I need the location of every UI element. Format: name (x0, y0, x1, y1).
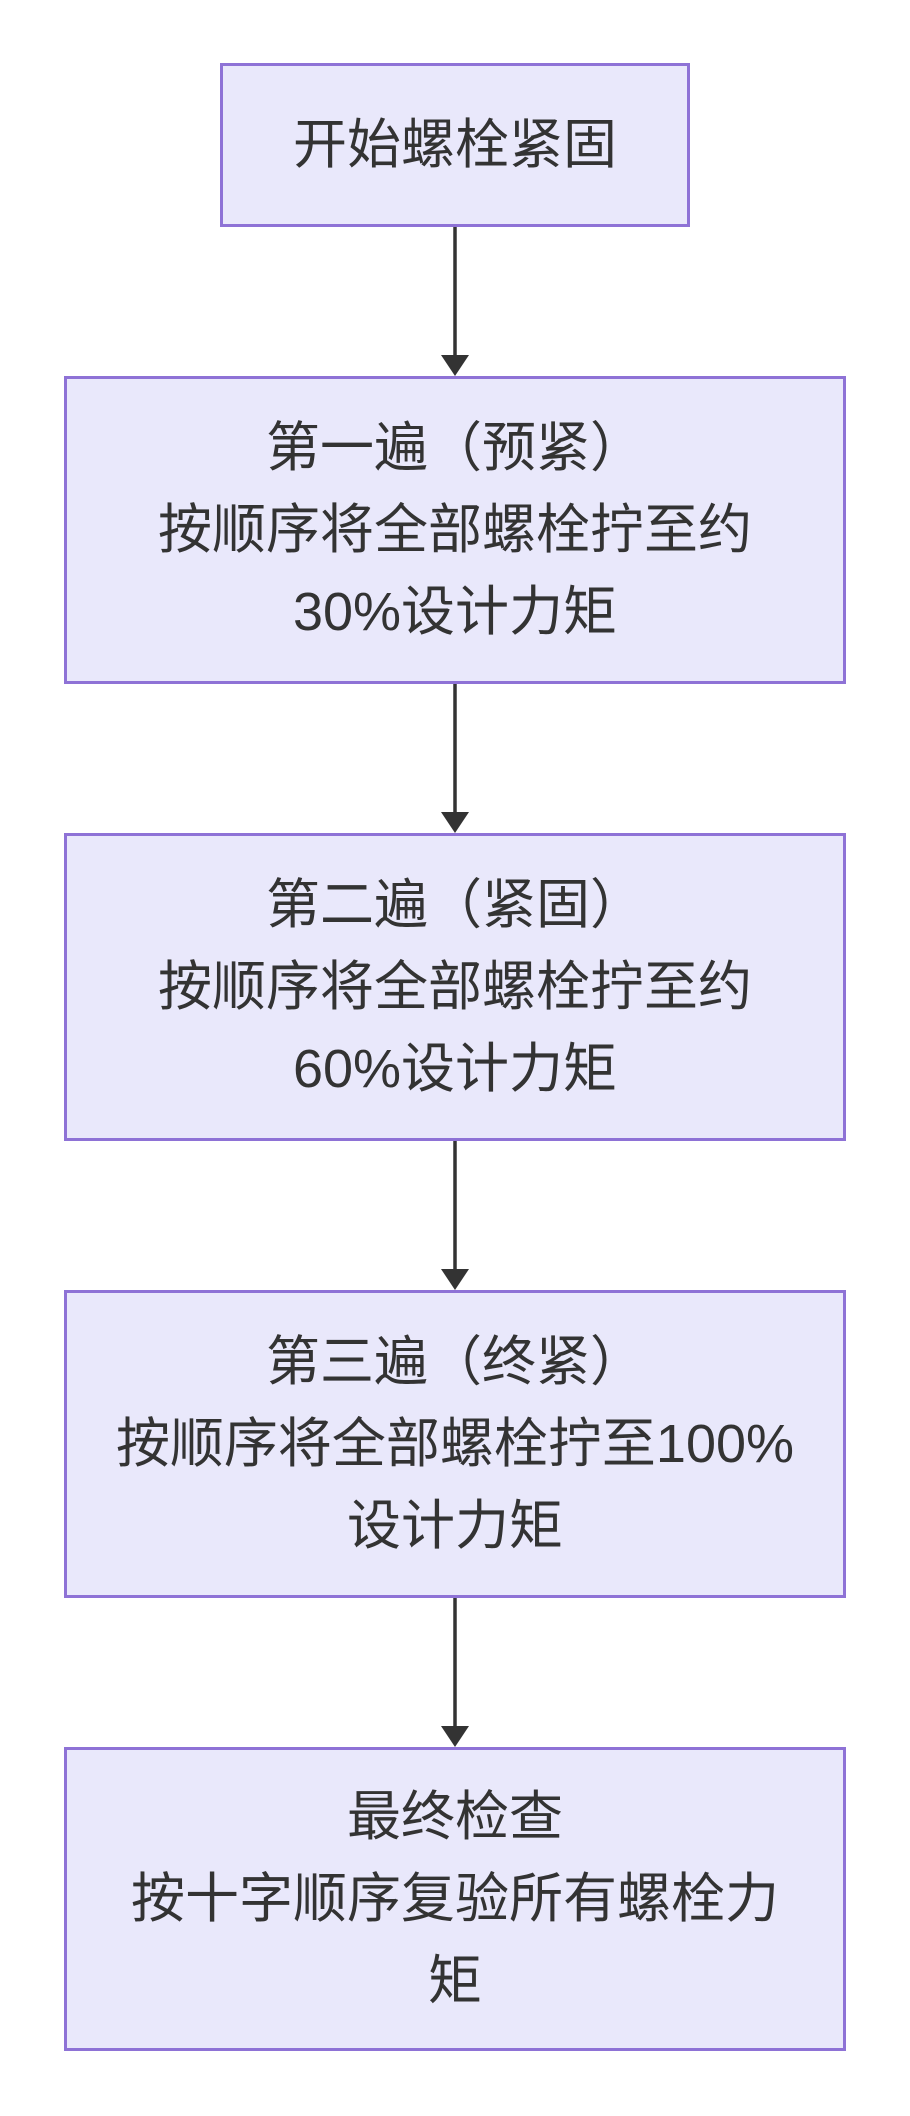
node-text-line: 设计力矩 (347, 1496, 563, 1556)
node-text-line: 按十字顺序复验所有螺栓力 (131, 1869, 779, 1929)
flow-node-pass-1: 第一遍（预紧） 按顺序将全部螺栓拧至约 30%设计力矩 (64, 376, 846, 684)
arrow-down-icon (441, 227, 469, 376)
flow-arrow (440, 684, 470, 833)
node-title-line: 第三遍（终紧） (266, 1332, 644, 1392)
flow-arrow (440, 1598, 470, 1747)
flow-node-pass-2: 第二遍（紧固） 按顺序将全部螺栓拧至约 60%设计力矩 (64, 833, 846, 1141)
node-text-line: 矩 (428, 1951, 482, 2011)
node-text-line: 按顺序将全部螺栓拧至100% (115, 1414, 795, 1474)
flow-node-pass-3: 第三遍（终紧） 按顺序将全部螺栓拧至100% 设计力矩 (64, 1290, 846, 1598)
flow-arrow (440, 227, 470, 376)
node-title-line: 第一遍（预紧） (266, 418, 644, 478)
arrow-down-icon (441, 684, 469, 833)
node-text-line: 按顺序将全部螺栓拧至约 (158, 500, 752, 560)
node-text-line: 60%设计力矩 (292, 1039, 618, 1099)
node-text-line: 30%设计力矩 (292, 582, 618, 642)
node-title-line: 最终检查 (347, 1787, 563, 1847)
flow-node-final-check: 最终检查 按十字顺序复验所有螺栓力 矩 (64, 1747, 846, 2051)
node-text-line: 按顺序将全部螺栓拧至约 (158, 957, 752, 1017)
node-title-line: 第二遍（紧固） (266, 875, 644, 935)
arrow-down-icon (441, 1141, 469, 1290)
flow-arrow (440, 1141, 470, 1290)
arrow-down-icon (441, 1598, 469, 1747)
flow-node-start: 开始螺栓紧固 (220, 63, 690, 227)
node-text-line: 开始螺栓紧固 (293, 115, 617, 175)
